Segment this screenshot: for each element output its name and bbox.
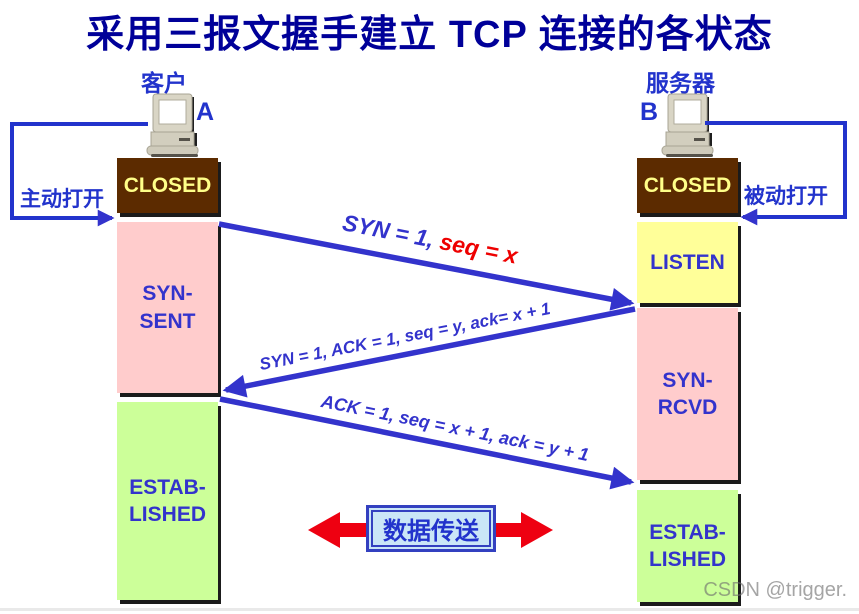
state-label: LISTEN xyxy=(650,250,725,274)
syn-seq-text: seq = x xyxy=(437,228,520,269)
ack-message-label: ACK = 1, seq = x + 1, ack = y + 1 xyxy=(319,391,591,465)
client-state-syn-sent: SYN-SENT xyxy=(117,222,218,393)
page-title: 采用三报文握手建立 TCP 连接的各状态 xyxy=(86,14,773,56)
state-label: SYN-RCVD xyxy=(657,368,718,419)
server-host-id: B xyxy=(640,98,659,126)
watermark: CSDN @trigger. xyxy=(703,579,847,601)
server-computer-icon xyxy=(661,93,714,157)
syn-flag-text: SYN = 1, xyxy=(340,209,443,254)
client-computer-icon xyxy=(146,93,199,157)
client-state-established: ESTAB-LISHED xyxy=(117,402,218,600)
client-state-closed: CLOSED xyxy=(117,158,218,213)
state-label: ESTAB-LISHED xyxy=(648,520,726,571)
state-label: CLOSED xyxy=(643,173,732,197)
data-transfer-box: 数据传送 xyxy=(366,505,496,552)
server-label: 服务器 xyxy=(646,70,715,96)
syn-ack-message-label: SYN = 1, ACK = 1, seq = y, ack= x + 1 xyxy=(257,298,552,375)
bottom-divider xyxy=(0,608,859,611)
client-host-id: A xyxy=(196,98,215,126)
active-open-label: 主动打开 xyxy=(20,188,104,211)
server-state-established: ESTAB-LISHED xyxy=(637,490,738,602)
data-transfer-label: 数据传送 xyxy=(371,510,491,547)
client-label: 客户 xyxy=(141,70,187,96)
state-label: SYN-SENT xyxy=(139,282,196,333)
server-state-closed: CLOSED xyxy=(637,158,738,213)
state-label: ESTAB-LISHED xyxy=(128,475,206,526)
passive-open-label: 被动打开 xyxy=(744,185,828,208)
state-label: CLOSED xyxy=(123,173,212,197)
server-state-syn-rcvd: SYN-RCVD xyxy=(637,308,738,480)
server-state-listen: LISTEN xyxy=(637,222,738,303)
syn-message-label: SYN = 1, seq = x xyxy=(280,198,580,282)
